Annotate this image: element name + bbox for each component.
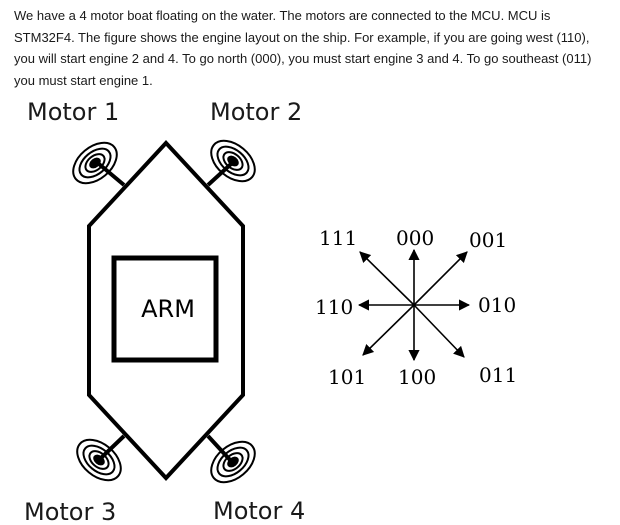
code-northwest: 111: [319, 226, 357, 250]
motor-4-propeller: [210, 440, 256, 484]
motor-1-propeller: [72, 141, 118, 185]
motor-3-propeller: [76, 438, 122, 482]
code-north: 000: [396, 226, 434, 250]
mcu-label: ARM: [141, 295, 195, 323]
code-southeast: 011: [479, 363, 517, 387]
code-northeast: 001: [469, 228, 507, 252]
code-south: 100: [398, 365, 436, 389]
code-east: 010: [478, 293, 516, 317]
motor-1-label: Motor 1: [27, 98, 119, 126]
motor-3-label: Motor 3: [24, 498, 116, 525]
compass-arrows: [357, 248, 471, 362]
code-southwest: 101: [328, 365, 366, 389]
mcu-box: [111, 255, 219, 363]
motor-2-propeller: [210, 139, 256, 183]
motor-4-label: Motor 4: [213, 497, 305, 525]
boat-hull: [87, 140, 245, 481]
problem-text: We have a 4 motor boat floating on the w…: [14, 8, 592, 88]
code-west: 110: [315, 295, 353, 319]
motor-2-label: Motor 2: [210, 98, 302, 126]
